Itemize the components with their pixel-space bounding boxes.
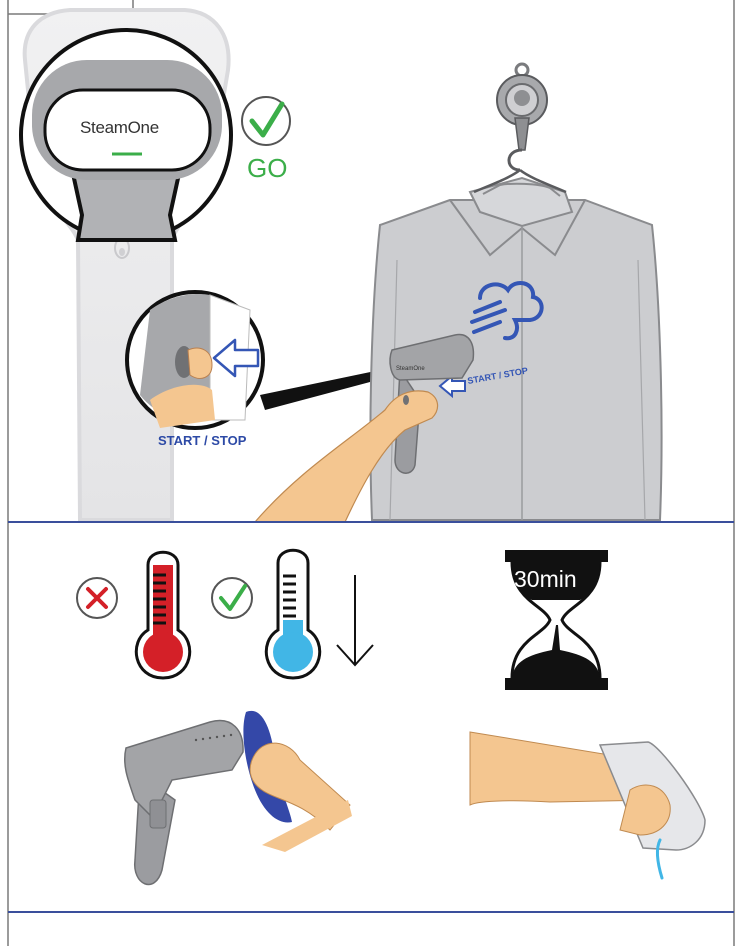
hanger-hook <box>496 62 548 172</box>
hourglass-icon <box>505 550 608 690</box>
zoom-circle-button <box>125 290 385 430</box>
device-brand-label: SteamOne <box>396 366 425 372</box>
thermometer-cool-icon <box>264 548 322 680</box>
check-icon <box>211 577 253 619</box>
brand-label: SteamOne <box>80 118 159 137</box>
timer-label: 30min <box>514 566 577 592</box>
steamer-cleaning <box>123 710 352 886</box>
go-label: GO <box>247 153 288 183</box>
hanger <box>473 169 567 194</box>
steamer-in-hand: SteamOne <box>253 333 475 523</box>
zoom-circle-head <box>19 28 233 242</box>
shirt <box>369 176 663 521</box>
cross-icon <box>76 577 118 619</box>
down-arrow-icon <box>336 575 374 667</box>
thermometer-hot-icon <box>134 550 192 680</box>
check-icon <box>241 96 291 146</box>
start-stop-label: START / STOP <box>158 433 247 448</box>
pouring-tank <box>469 731 706 880</box>
steam-icon <box>470 280 544 341</box>
press-arrow-icon <box>212 338 260 378</box>
